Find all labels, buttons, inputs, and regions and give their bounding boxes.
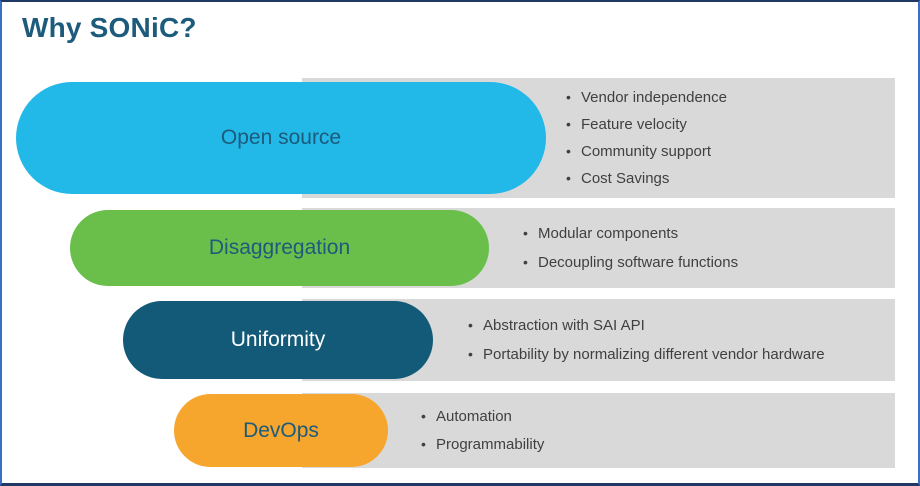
bullet-list-open-source: Vendor independence Feature velocity Com…: [566, 78, 727, 198]
pill-label: Uniformity: [230, 328, 326, 351]
feature-row-uniformity: Uniformity Abstraction with SAI API Port…: [2, 299, 918, 381]
pill-disaggregation: Disaggregation: [70, 210, 489, 286]
bullet-item: Abstraction with SAI API: [468, 316, 825, 335]
bullet-item: Portability by normalizing different ven…: [468, 345, 825, 364]
pill-label: DevOps: [243, 418, 319, 442]
pill-uniformity: Uniformity: [123, 301, 433, 379]
feature-row-devops: DevOps Automation Programmability: [2, 393, 918, 468]
feature-row-disaggregation: Disaggregation Modular components Decoup…: [2, 208, 918, 288]
bullet-item: Feature velocity: [566, 115, 727, 134]
bullet-item: Cost Savings: [566, 169, 727, 188]
bullet-list-disaggregation: Modular components Decoupling software f…: [523, 208, 738, 288]
bullet-item: Community support: [566, 142, 727, 161]
bullet-item: Vendor independence: [566, 88, 727, 107]
page-title: Why SONiC?: [22, 12, 197, 43]
feature-row-open-source: Open source Vendor independence Feature …: [2, 78, 918, 198]
bullet-list-devops: Automation Programmability: [421, 393, 544, 468]
pill-label: Open source: [220, 126, 342, 149]
bullet-list-uniformity: Abstraction with SAI API Portability by …: [468, 299, 825, 381]
pill-devops: DevOps: [174, 394, 388, 467]
pill-open-source: Open source: [16, 82, 546, 194]
bullet-item: Modular components: [523, 224, 738, 243]
pill-label: Disaggregation: [208, 236, 351, 259]
gray-detail-bar: [302, 393, 895, 468]
bullet-item: Decoupling software functions: [523, 253, 738, 272]
bullet-item: Programmability: [421, 435, 544, 454]
bullet-item: Automation: [421, 407, 544, 426]
